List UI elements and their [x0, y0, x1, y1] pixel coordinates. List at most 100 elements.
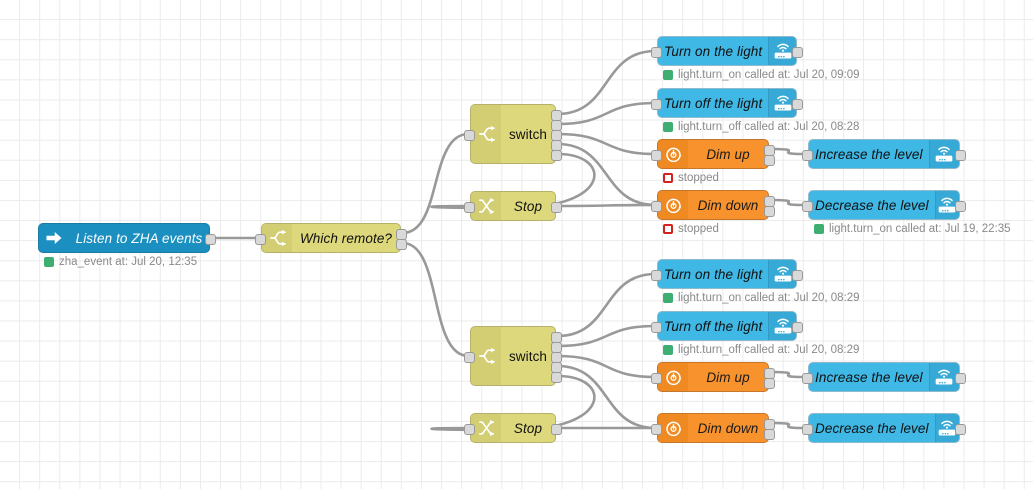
node-output-port[interactable] [396, 228, 407, 240]
flow-node-decrease-bot[interactable]: Decrease the level [802, 413, 966, 443]
node-input-port[interactable] [802, 149, 813, 161]
node-output-port[interactable] [955, 149, 966, 161]
node-input-port[interactable] [802, 200, 813, 212]
flow-node-turn-on-bot[interactable]: Turn on the light [651, 259, 803, 289]
node-input-port[interactable] [651, 321, 662, 333]
status-dot-icon [663, 70, 673, 80]
node-input-port[interactable] [464, 423, 475, 435]
flow-wire [556, 203, 657, 208]
status-dot-icon [663, 122, 673, 132]
flow-node-turn-off-bot[interactable]: Turn off the light [651, 311, 803, 341]
status-dot-icon [663, 345, 673, 355]
router-icon [768, 37, 796, 65]
node-status-turn-off-bot: light.turn_off called at: Jul 20, 08:29 [663, 344, 859, 356]
node-input-port[interactable] [651, 46, 662, 58]
node-input-port[interactable] [651, 98, 662, 110]
node-output-port[interactable] [551, 423, 562, 435]
node-output-port[interactable] [551, 361, 562, 373]
node-output-port[interactable] [205, 233, 216, 245]
node-output-port[interactable] [792, 46, 803, 58]
flow-node-turn-off-top[interactable]: Turn off the light [651, 88, 803, 118]
status-text: zha_event at: Jul 20, 12:35 [59, 256, 198, 268]
router-icon [928, 140, 959, 168]
flow-wire [556, 354, 657, 379]
node-input-port[interactable] [464, 201, 475, 213]
node-output-port[interactable] [551, 129, 562, 141]
flow-node-switch-bot[interactable]: switch [464, 326, 562, 386]
node-output-port[interactable] [764, 367, 775, 379]
flow-node-increase-top[interactable]: Increase the level [802, 139, 966, 169]
flow-node-label: Which remote? [299, 230, 393, 246]
node-output-port[interactable] [792, 269, 803, 281]
node-output-port[interactable] [955, 200, 966, 212]
flow-wire [556, 364, 657, 430]
node-input-port[interactable] [464, 351, 475, 363]
node-output-port[interactable] [955, 423, 966, 435]
flow-node-dim-up-bot[interactable]: Dim up [651, 362, 775, 392]
shuffle-icon [471, 192, 501, 220]
flow-node-decrease-top[interactable]: Decrease the level [802, 190, 966, 220]
flow-node-listen[interactable]: Listen to ZHA events [38, 223, 216, 253]
status-dot-icon [663, 293, 673, 303]
flow-wire [556, 49, 657, 116]
node-output-port[interactable] [792, 98, 803, 110]
flow-node-turn-on-top[interactable]: Turn on the light [651, 36, 803, 66]
node-output-port[interactable] [396, 238, 407, 250]
node-input-port[interactable] [651, 149, 662, 161]
node-input-port[interactable] [255, 233, 266, 245]
flow-wire [556, 101, 657, 126]
flow-node-switch-top[interactable]: switch [464, 104, 562, 164]
node-output-port[interactable] [764, 205, 775, 217]
status-dot-icon [663, 224, 673, 234]
status-dot-icon [814, 224, 824, 234]
flow-node-label: switch [508, 126, 548, 142]
node-output-port[interactable] [764, 195, 775, 207]
node-output-port[interactable] [551, 109, 562, 121]
node-output-port[interactable] [551, 351, 562, 363]
node-output-port[interactable] [764, 428, 775, 440]
node-input-port[interactable] [464, 129, 475, 141]
node-output-port[interactable] [551, 201, 562, 213]
timer-icon [658, 363, 688, 391]
flow-node-increase-bot[interactable]: Increase the level [802, 362, 966, 392]
router-icon [934, 191, 959, 219]
router-icon [768, 89, 796, 117]
node-output-port[interactable] [955, 372, 966, 384]
node-input-port[interactable] [802, 423, 813, 435]
node-input-port[interactable] [651, 423, 662, 435]
node-input-port[interactable] [802, 372, 813, 384]
node-output-port[interactable] [551, 331, 562, 343]
node-output-port[interactable] [551, 139, 562, 151]
flow-node-label: Dim up [706, 369, 750, 385]
flow-node-stop-top[interactable]: Stop [464, 191, 562, 221]
node-output-port[interactable] [551, 119, 562, 131]
node-input-port[interactable] [651, 269, 662, 281]
node-input-port[interactable] [651, 200, 662, 212]
node-output-port[interactable] [764, 144, 775, 156]
node-status-listen: zha_event at: Jul 20, 12:35 [44, 256, 197, 268]
flow-node-which-remote[interactable]: Which remote? [255, 223, 407, 253]
switch-icon [262, 224, 292, 252]
node-output-port[interactable] [792, 321, 803, 333]
flow-wire [556, 272, 657, 338]
node-status-turn-on-bot: light.turn_on called at: Jul 20, 08:29 [663, 292, 860, 304]
status-text: light.turn_on called at: Jul 20, 08:29 [678, 292, 860, 304]
node-output-port[interactable] [551, 149, 562, 161]
node-output-port[interactable] [764, 377, 775, 389]
flow-node-dim-up-top[interactable]: Dim up [651, 139, 775, 169]
node-status-decrease-top: light.turn_on called at: Jul 19, 22:35 [814, 223, 1011, 235]
status-text: stopped [678, 223, 719, 235]
node-output-port[interactable] [551, 341, 562, 353]
flow-node-dim-down-top[interactable]: Dim down [651, 190, 775, 220]
status-dot-icon [663, 173, 673, 183]
flow-node-label: Decrease the level [815, 197, 929, 213]
node-output-port[interactable] [551, 371, 562, 383]
node-input-port[interactable] [651, 372, 662, 384]
flow-wire [401, 241, 470, 358]
node-output-port[interactable] [764, 418, 775, 430]
router-icon [928, 363, 959, 391]
node-output-port[interactable] [764, 154, 775, 166]
flow-node-dim-down-bot[interactable]: Dim down [651, 413, 775, 443]
flow-node-stop-bot[interactable]: Stop [464, 413, 562, 443]
